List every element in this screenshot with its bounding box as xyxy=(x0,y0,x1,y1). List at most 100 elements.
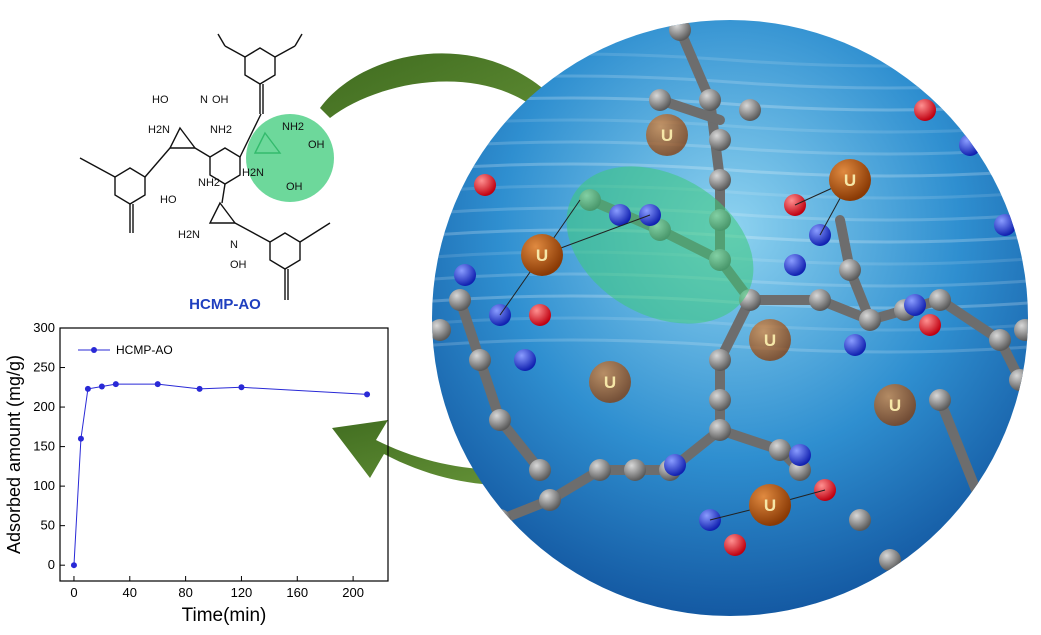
compound-name: HCMP-AO xyxy=(189,296,261,313)
carbon-atom xyxy=(432,319,451,341)
nitrogen-atom xyxy=(514,349,536,371)
carbon-atom xyxy=(489,509,511,531)
group-label: OH xyxy=(308,139,325,151)
bond xyxy=(935,295,1005,345)
uranium-ion xyxy=(589,361,631,403)
oxygen-atom xyxy=(914,99,936,121)
group-label: HO xyxy=(160,194,177,206)
oxygen-atom xyxy=(474,174,496,196)
plot-frame xyxy=(59,327,389,582)
nitrogen-atom xyxy=(784,254,806,276)
oxygen-atom xyxy=(529,304,551,326)
carbon-atom xyxy=(739,99,761,121)
bond xyxy=(675,25,715,105)
carbon-atom xyxy=(989,329,1011,351)
group-label: NH2 xyxy=(210,124,232,136)
group-label: H2N xyxy=(178,229,200,241)
group-label: HO xyxy=(152,94,169,106)
uranium-label: U xyxy=(604,373,616,392)
nitrogen-atom xyxy=(789,444,811,466)
uranium-ion xyxy=(749,484,791,526)
carbon-atom xyxy=(839,259,861,281)
carbon-atom xyxy=(589,459,611,481)
uranium-ion xyxy=(749,319,791,361)
data-point xyxy=(112,381,119,388)
data-point xyxy=(84,385,91,392)
cyclopropene-left xyxy=(168,126,197,149)
water-wave xyxy=(432,316,1028,332)
carbon-atom xyxy=(859,309,881,331)
y-tick-label: 50 xyxy=(41,518,55,533)
oxygen-atom xyxy=(724,534,746,556)
x-tick-label: 200 xyxy=(342,585,364,600)
cyclopropene-bottom xyxy=(208,201,237,224)
x-tick-label: 0 xyxy=(70,585,77,600)
carbon-atom xyxy=(1014,319,1028,341)
y-tick-label: 100 xyxy=(33,478,55,493)
carbon-atom xyxy=(469,349,491,371)
group-label: NH2 xyxy=(198,177,220,189)
carbon-atom xyxy=(709,389,731,411)
uranium-ion xyxy=(874,384,916,426)
data-point xyxy=(70,562,77,569)
water-wave xyxy=(432,118,1028,134)
highlight-circle xyxy=(246,114,334,202)
data-point xyxy=(238,384,245,391)
oxygen-atom xyxy=(919,314,941,336)
carbon-atom xyxy=(539,489,561,511)
carbon-atom xyxy=(969,489,991,511)
legend-label: HCMP-AO xyxy=(116,343,173,357)
data-point xyxy=(196,385,203,392)
nitrogen-atom xyxy=(959,134,981,156)
carbon-atom xyxy=(669,20,691,41)
y-tick-label: 0 xyxy=(48,557,55,572)
uranium-label: U xyxy=(661,126,673,145)
carbon-atom xyxy=(849,509,871,531)
carbon-atom xyxy=(809,289,831,311)
y-tick-label: 250 xyxy=(33,360,55,375)
carbon-atom xyxy=(929,549,951,571)
x-tick-label: 120 xyxy=(231,585,253,600)
group-label: H2N xyxy=(242,167,264,179)
carbon-atom xyxy=(709,349,731,371)
group-label: N xyxy=(230,239,238,251)
carbon-atom xyxy=(709,169,731,191)
carbon-atom xyxy=(929,389,951,411)
carbon-atom xyxy=(699,89,721,111)
bond xyxy=(715,295,755,365)
data-point xyxy=(364,391,371,398)
carbon-atom xyxy=(449,289,471,311)
data-point xyxy=(154,381,161,388)
nitrogen-atom xyxy=(454,264,476,286)
carbon-atom xyxy=(929,289,951,311)
x-tick-label: 80 xyxy=(178,585,192,600)
nitrogen-atom xyxy=(609,204,631,226)
x-tick-label: 40 xyxy=(123,585,137,600)
data-point xyxy=(98,383,105,390)
x-tick-label: 160 xyxy=(286,585,308,600)
y-axis-label: Adsorbed amount (mg/g) xyxy=(4,355,24,554)
carbon-atom xyxy=(649,89,671,111)
y-tick-label: 200 xyxy=(33,399,55,414)
carbon-atom xyxy=(1009,369,1028,391)
group-label: OH xyxy=(212,94,229,106)
chemical-structure: HO N OH H2N NH2 NH2 OH H2N OH NH2 HO H2N… xyxy=(79,33,334,300)
uranium-label: U xyxy=(764,496,776,515)
group-label: NH2 xyxy=(282,121,304,133)
y-tick-label: 300 xyxy=(33,320,55,335)
uranium-label: U xyxy=(764,331,776,350)
legend-marker xyxy=(91,347,97,353)
carbon-atom xyxy=(709,419,731,441)
group-label: H2N xyxy=(148,124,170,136)
water-wave xyxy=(432,140,1028,156)
nitrogen-atom xyxy=(904,294,926,316)
water-background xyxy=(432,20,1028,616)
group-label: OH xyxy=(230,259,247,271)
nitrogen-atom xyxy=(844,334,866,356)
carbon-atom xyxy=(489,409,511,431)
carbon-atom xyxy=(709,129,731,151)
nitrogen-atom xyxy=(664,454,686,476)
uranium-label: U xyxy=(536,246,548,265)
